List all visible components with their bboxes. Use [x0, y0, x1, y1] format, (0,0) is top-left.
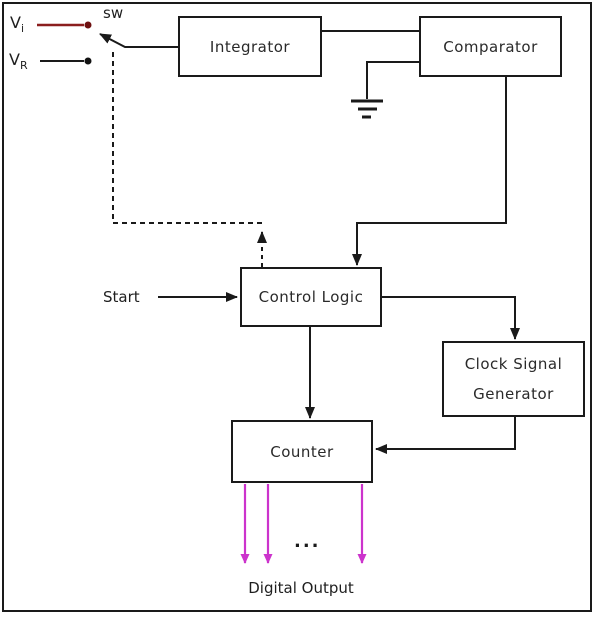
switch-label: sw — [103, 4, 124, 22]
block-comparator: Comparator — [419, 16, 562, 77]
block-integrator: Integrator — [178, 16, 322, 77]
wire-comparator-control-logic — [352, 77, 507, 266]
output-ellipsis: ... — [294, 531, 321, 552]
block-integrator-label: Integrator — [209, 37, 291, 56]
vr-subscript: R — [19, 59, 28, 73]
block-control-logic: Control Logic — [240, 267, 382, 327]
vr-symbol: V — [9, 50, 20, 69]
block-clock-signal-generator-label-line2: Generator — [473, 385, 554, 403]
switch-arm — [99, 33, 178, 48]
vr-input-label: VR — [9, 50, 28, 72]
vi-input-label: Vi — [10, 13, 24, 35]
vi-subscript: i — [20, 22, 25, 36]
block-clock-signal-generator-label-line1: Clock Signal — [464, 355, 563, 373]
block-comparator-label: Comparator — [443, 37, 538, 56]
vi-symbol: V — [10, 13, 21, 32]
block-control-logic-label: Control Logic — [258, 288, 364, 306]
block-counter: Counter — [231, 420, 373, 483]
digital-output-label: Digital Output — [248, 579, 354, 597]
block-clock-signal-generator: Clock Signal Generator — [442, 341, 585, 417]
ground-symbol — [351, 99, 383, 119]
digital-output-arrows — [240, 484, 367, 564]
dashed-switch-control-line — [112, 52, 262, 224]
block-counter-label: Counter — [270, 442, 334, 461]
wire-clock-generator-counter — [375, 417, 516, 454]
vr-terminal-dot — [84, 57, 92, 65]
wire-control-logic-clock-generator — [382, 296, 520, 340]
start-label: Start — [103, 288, 140, 306]
vi-terminal-dot — [84, 21, 92, 29]
wire-comparator-ground — [366, 61, 419, 99]
